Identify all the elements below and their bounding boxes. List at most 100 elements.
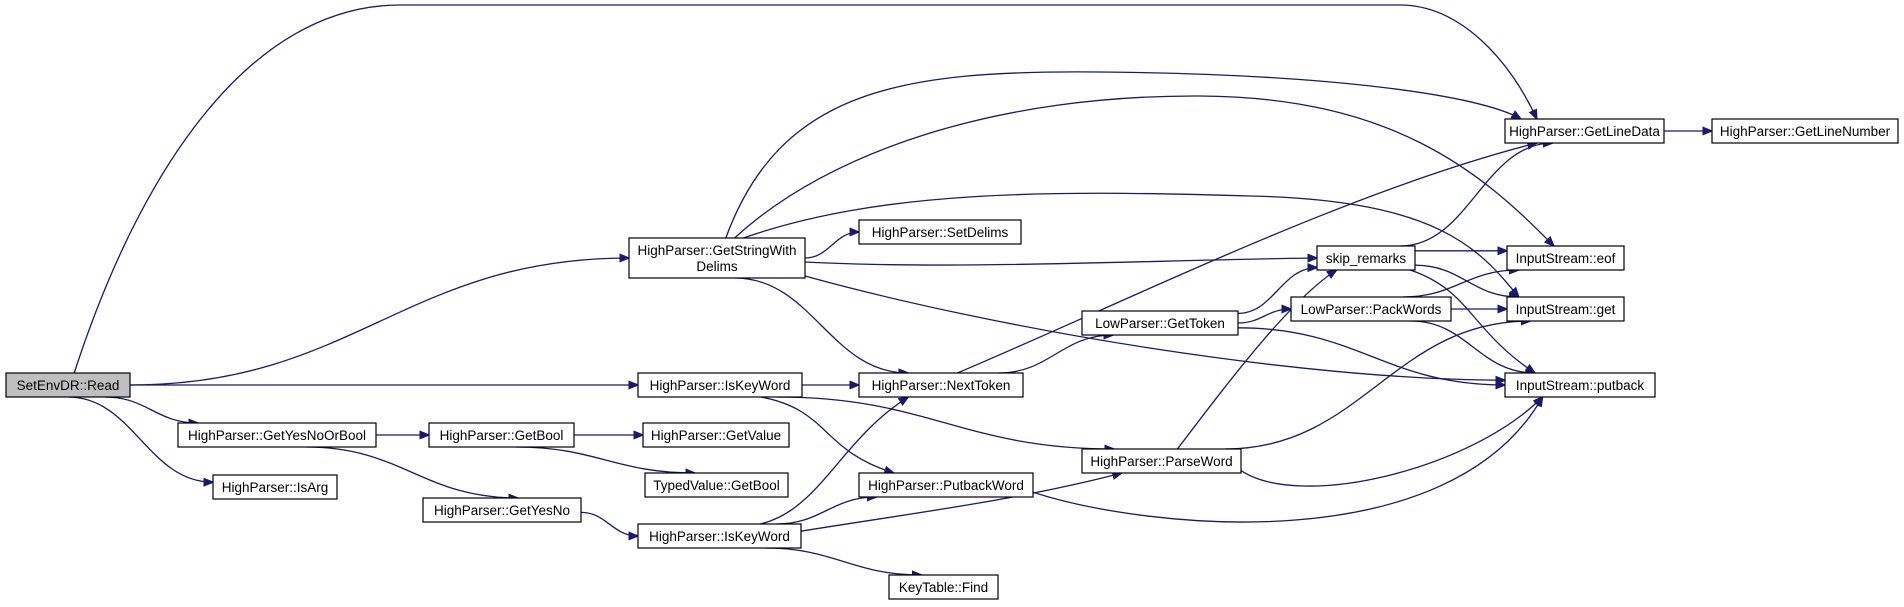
edge-line xyxy=(1402,270,1519,298)
graph-node-set-env-read[interactable]: SetEnvDR::Read xyxy=(5,372,131,398)
edge-line xyxy=(804,275,1505,380)
graph-node-get-line-data[interactable]: HighParser::GetLineData xyxy=(1504,118,1665,144)
graph-node-parse-word[interactable]: HighParser::ParseWord xyxy=(1081,448,1242,474)
nodes-layer: SetEnvDR::Read HighParser::GetStringWithD… xyxy=(5,118,1899,600)
edge-line xyxy=(760,397,908,525)
graph-node-is-keyword-1[interactable]: HighParser::IsKeyWord xyxy=(637,372,803,398)
node-label: HighParser::GetLineData xyxy=(1509,124,1660,139)
node-box xyxy=(637,523,802,549)
call-edge-gsw_delims-to-skip_remarks xyxy=(804,258,1317,266)
graph-node-get-line-number[interactable]: HighParser::GetLineNumber xyxy=(1711,118,1899,144)
node-box xyxy=(5,372,131,398)
edge-line xyxy=(800,473,1122,532)
graph-node-is-get[interactable]: InputStream::get xyxy=(1506,296,1625,322)
node-box xyxy=(1506,296,1625,322)
graph-node-putback-word[interactable]: HighParser::PutbackWord xyxy=(858,472,1034,498)
call-edge-parse_word-to-skip_remarks xyxy=(1176,270,1336,450)
edge-line xyxy=(1225,321,1530,450)
node-label: InputStream::eof xyxy=(1516,251,1616,266)
graph-node-get-yes-no-or-bool[interactable]: HighParser::GetYesNoOrBool xyxy=(177,422,377,448)
call-edge-low_get_token-to-skip_remarks xyxy=(1237,268,1317,315)
edge-line xyxy=(129,258,629,386)
call-edge-skip_remarks-to-get_line_data xyxy=(1400,143,1552,247)
edge-line xyxy=(306,446,518,498)
node-label: HighParser::ParseWord xyxy=(1090,454,1232,469)
node-box xyxy=(644,472,789,498)
call-edge-is_keyword_1-to-parse_word xyxy=(777,396,1113,449)
edge-line xyxy=(998,335,1113,374)
graph-node-low-get-token[interactable]: LowParser::GetToken xyxy=(1081,310,1239,336)
graph-node-next-token[interactable]: HighParser::NextToken xyxy=(858,372,1024,398)
node-box xyxy=(1316,245,1416,271)
call-edge-set_env_read-to-is_arg xyxy=(67,396,213,482)
call-edge-is_keyword_2-to-keytable_find xyxy=(765,547,922,575)
edge-line xyxy=(1032,397,1543,523)
graph-node-is-putback[interactable]: InputStream::putback xyxy=(1504,372,1656,398)
graph-node-pack-words[interactable]: LowParser::PackWords xyxy=(1290,296,1452,322)
edge-line xyxy=(515,446,695,473)
graph-node-skip-remarks[interactable]: skip_remarks xyxy=(1316,245,1416,271)
graph-node-keytable-find[interactable]: KeyTable::Find xyxy=(888,574,999,600)
graph-node-get-value[interactable]: HighParser::GetValue xyxy=(642,422,790,448)
call-edge-set_env_read-to-get_line_data xyxy=(73,4,1537,374)
node-box xyxy=(642,422,790,448)
node-box xyxy=(1081,310,1239,336)
node-label: InputStream::get xyxy=(1516,302,1616,317)
call-edge-next_token-to-get_line_data xyxy=(957,143,1536,374)
edge-line xyxy=(1240,397,1543,487)
call-edge-gsw_delims-to-get_line_data xyxy=(725,71,1521,239)
node-box xyxy=(1711,118,1899,144)
call-edge-skip_remarks-to-is_putback xyxy=(1409,269,1535,373)
edge-line xyxy=(105,396,198,423)
node-label: SetEnvDR::Read xyxy=(17,378,120,393)
edge-line xyxy=(1237,268,1317,315)
edges-layer xyxy=(67,4,1712,575)
node-box xyxy=(637,372,803,398)
call-edge-is_keyword_2-to-putback_word xyxy=(776,497,877,525)
call-edge-gsw_delims-to-is_putback xyxy=(804,275,1505,380)
call-edge-gsw_delims-to-is_get xyxy=(743,192,1518,297)
graph-node-is-eof[interactable]: InputStream::eof xyxy=(1506,245,1625,271)
edge-line xyxy=(1237,327,1505,385)
call-edge-is_keyword_2-to-next_token xyxy=(760,397,908,525)
node-label: HighParser::IsArg xyxy=(222,480,329,495)
node-label: LowParser::GetToken xyxy=(1095,316,1225,331)
graph-node-is-arg[interactable]: HighParser::IsArg xyxy=(212,474,338,500)
node-box xyxy=(428,422,575,448)
graph-node-typed-get-bool[interactable]: TypedValue::GetBool xyxy=(644,472,789,498)
node-box xyxy=(858,219,1022,245)
call-edge-pack_words-to-is_putback xyxy=(1410,320,1535,373)
node-box xyxy=(212,474,338,500)
node-label: HighParser::PutbackWord xyxy=(868,478,1024,493)
call-edge-get_yes_no-to-is_keyword_2 xyxy=(580,511,638,536)
call-edge-next_token-to-low_get_token xyxy=(998,335,1113,374)
call-edge-set_env_read-to-gsw_delims xyxy=(129,258,629,386)
node-label: Delims xyxy=(696,259,738,274)
node-label: KeyTable::Find xyxy=(899,580,988,595)
edge-line xyxy=(1409,269,1535,373)
graph-node-is-keyword-2[interactable]: HighParser::IsKeyWord xyxy=(637,523,802,549)
edge-line xyxy=(1176,270,1336,450)
node-box xyxy=(177,422,377,448)
call-edge-is_keyword_2-to-parse_word xyxy=(800,473,1122,532)
call-edge-get_bool-to-typed_get_bool xyxy=(515,446,695,473)
call-edge-is_keyword_1-to-putback_word xyxy=(760,396,894,473)
call-edge-parse_word-to-is_get xyxy=(1225,321,1530,450)
node-box xyxy=(1290,296,1452,322)
graph-node-get-yes-no[interactable]: HighParser::GetYesNo xyxy=(422,497,582,523)
graph-node-set-delims[interactable]: HighParser::SetDelims xyxy=(858,219,1022,245)
node-label: HighParser::SetDelims xyxy=(872,225,1009,240)
edge-line xyxy=(734,277,909,373)
node-box xyxy=(1081,448,1242,474)
node-label: HighParser::NextToken xyxy=(872,378,1011,393)
node-label: TypedValue::GetBool xyxy=(653,478,780,493)
node-label: HighParser::GetBool xyxy=(440,428,564,443)
graph-node-get-bool[interactable]: HighParser::GetBool xyxy=(428,422,575,448)
edge-line xyxy=(73,4,1537,374)
node-box xyxy=(858,372,1024,398)
node-label: LowParser::PackWords xyxy=(1301,302,1442,317)
node-box xyxy=(1504,118,1665,144)
node-box xyxy=(1504,372,1656,398)
edge-line xyxy=(804,232,859,259)
